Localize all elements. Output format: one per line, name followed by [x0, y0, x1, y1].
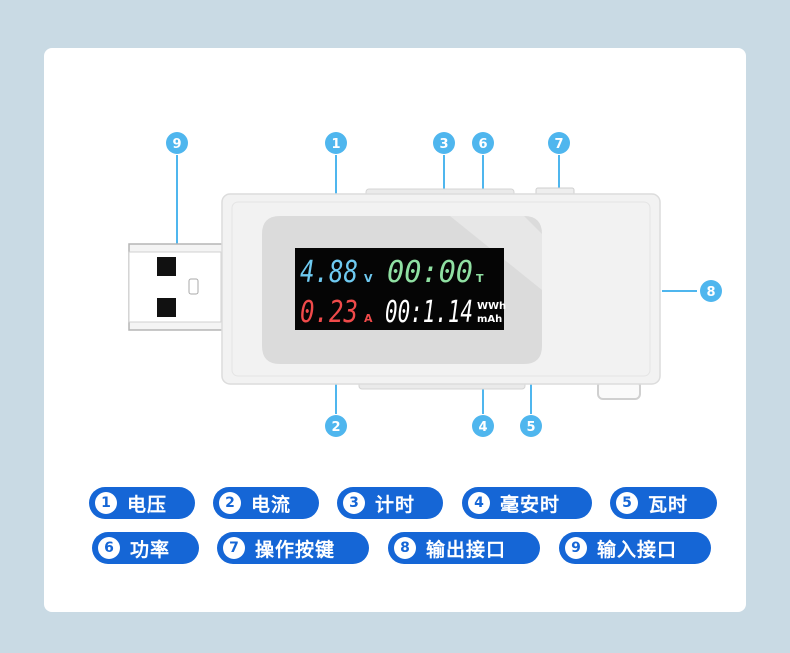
capacity-reading: 00:1.14: [385, 295, 473, 330]
legend-number: 9: [565, 537, 587, 559]
legend-label: 输入接口: [597, 538, 678, 561]
callout-markers: 9 1 3 6 7 8 2 4 5: [166, 132, 722, 437]
current-unit: A: [364, 312, 373, 325]
legend-label: 计时: [375, 493, 416, 516]
legend-label: 电流: [251, 493, 292, 516]
legend-number: 2: [219, 492, 241, 514]
legend-number: 8: [394, 537, 416, 559]
lcd-screen: [295, 248, 504, 330]
legend-label: 毫安时: [500, 493, 561, 516]
legend-number: 5: [616, 492, 638, 514]
legend-timer: 3 计时: [337, 487, 443, 519]
legend-button: 7 操作按键: [217, 532, 369, 564]
legend-number: 4: [468, 492, 490, 514]
legend-label: 瓦时: [648, 493, 689, 516]
legend-output: 8 输出接口: [388, 532, 540, 564]
legend-input: 9 输入接口: [559, 532, 711, 564]
legend-label: 功率: [130, 538, 171, 561]
legend-number: 7: [223, 537, 245, 559]
current-reading: 0.23: [300, 295, 358, 330]
legend-label: 输出接口: [426, 538, 507, 561]
legend-label: 电压: [127, 493, 168, 516]
callout-8: 8: [706, 285, 715, 300]
legend-mah: 4 毫安时: [462, 487, 592, 519]
legend-power: 6 功率: [92, 532, 199, 564]
capacity-unit-mah: mAh: [477, 314, 502, 325]
callout-2: 2: [331, 420, 340, 435]
voltage-reading: 4.88: [300, 255, 358, 290]
timer-unit: T: [476, 272, 484, 285]
legend-current: 2 电流: [213, 487, 319, 519]
callout-1: 1: [331, 137, 340, 152]
legend-number: 1: [95, 492, 117, 514]
timer-reading: 00:00: [387, 255, 473, 290]
callout-4: 4: [478, 420, 487, 435]
voltage-unit: V: [364, 272, 373, 285]
callout-5: 5: [526, 420, 535, 435]
usb-plug[interactable]: [128, 243, 228, 331]
capacity-unit-wwh: WWh: [477, 301, 506, 312]
legend-number: 6: [98, 537, 120, 559]
legend-voltage: 1 电压: [89, 487, 195, 519]
legend-label: 操作按键: [255, 538, 336, 561]
callout-3: 3: [439, 137, 448, 152]
callout-6: 6: [478, 137, 487, 152]
legend-number: 3: [343, 492, 365, 514]
callout-7: 7: [554, 137, 563, 152]
callout-9: 9: [172, 137, 181, 152]
legend-wh: 5 瓦时: [610, 487, 717, 519]
